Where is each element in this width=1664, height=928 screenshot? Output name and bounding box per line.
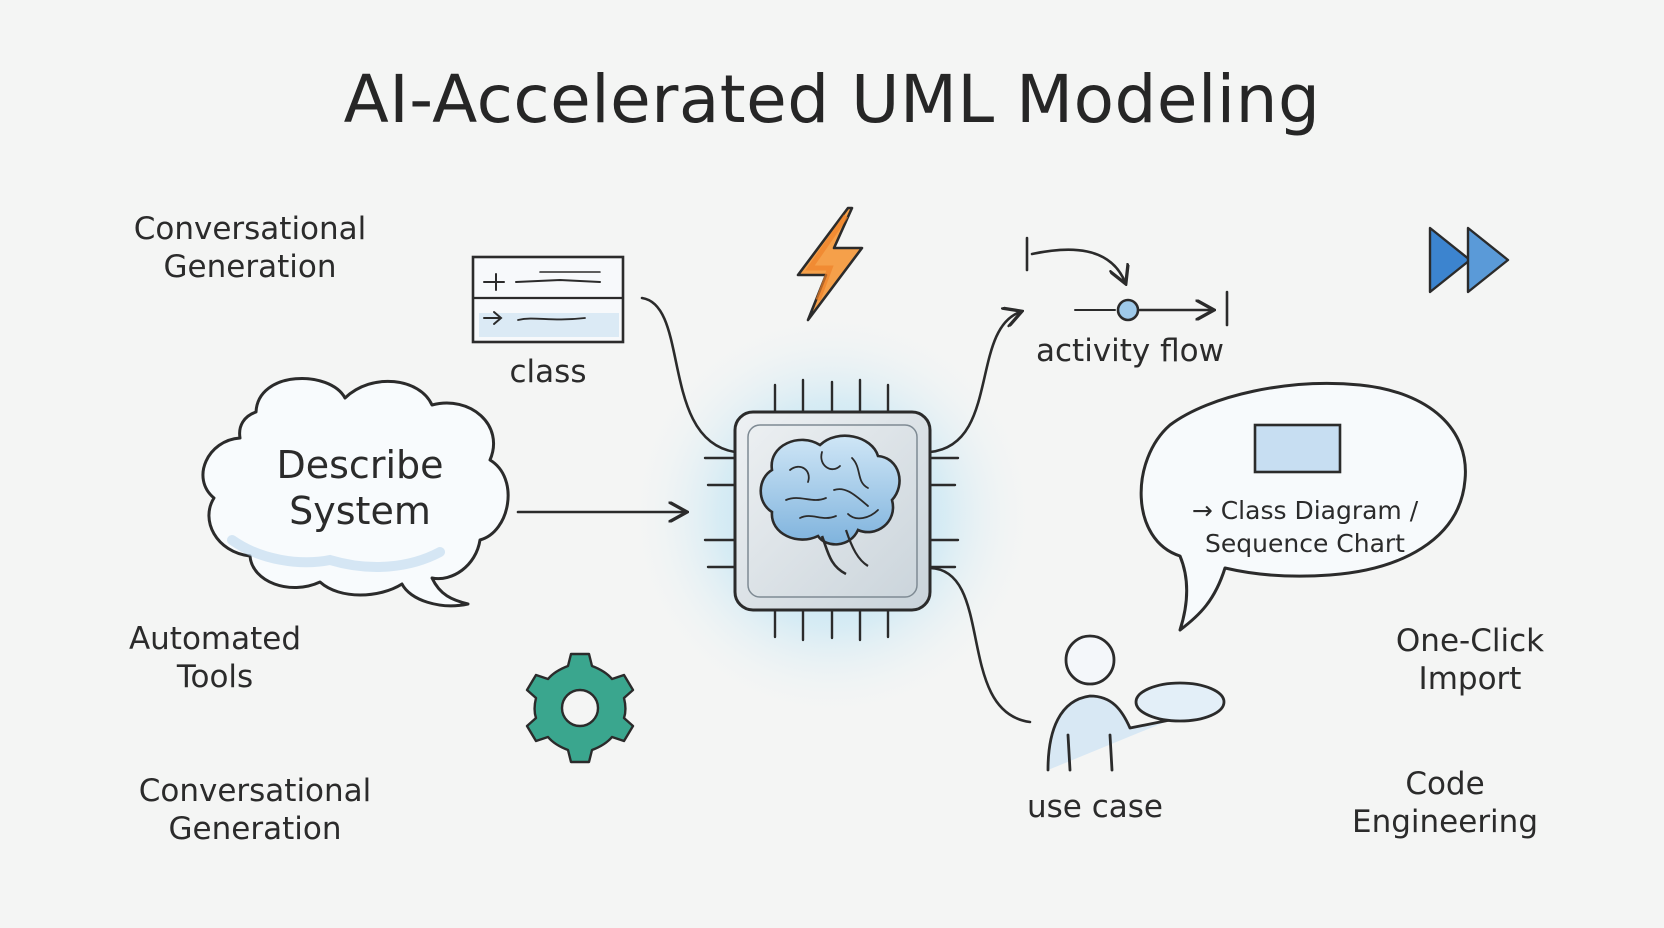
label-line: Generation [163, 249, 337, 285]
label-activity-flow: activity flow [1036, 333, 1224, 369]
connector-chip-to-usecase [928, 566, 1032, 724]
class-diagram-bubble [1139, 381, 1467, 632]
user-icon [1046, 634, 1226, 772]
connector-chip-to-activity [928, 312, 1020, 454]
label-use-case: use case [1027, 789, 1163, 825]
label-line: Import [1418, 661, 1522, 697]
label-line: One-Click [1395, 623, 1545, 659]
label-line: → Class Diagram / [1191, 496, 1419, 525]
label-class-diagram: → Class Diagram / Sequence Chart [1170, 494, 1440, 560]
gear-icon [525, 652, 635, 764]
class-box-icon [471, 255, 625, 344]
label-one-click-import: One-Click Import [1370, 622, 1570, 698]
label-conversational-generation-top: Conversational Generation [120, 210, 380, 286]
label-line: Code [1405, 766, 1485, 802]
label-line: System [289, 489, 431, 533]
label-line: Conversational [138, 773, 372, 809]
label-automated-tools: Automated Tools [110, 620, 320, 696]
describe-system-cloud [201, 377, 510, 608]
brain-chip-icon [733, 410, 932, 612]
activity-flow-icon [1025, 236, 1229, 327]
fast-forward-icon [1428, 226, 1510, 294]
page-title: AI-Accelerated UML Modeling [343, 61, 1321, 138]
label-line: Generation [168, 811, 342, 847]
label-line: Describe [276, 443, 444, 487]
label-describe-system: Describe System [250, 442, 470, 534]
label-line: Automated [128, 621, 302, 657]
label-conversational-generation-bottom: Conversational Generation [125, 772, 385, 848]
label-line: Conversational [133, 211, 367, 247]
label-line: Tools [176, 659, 254, 695]
label-code-engineering: Code Engineering [1330, 765, 1560, 841]
chip-pins [703, 378, 960, 642]
connector-class-to-chip [640, 296, 737, 454]
label-class: class [509, 354, 587, 390]
label-line: Sequence Chart [1205, 529, 1405, 558]
lightning-icon [796, 206, 864, 322]
label-line: Engineering [1352, 804, 1538, 840]
connector-lines [516, 296, 1032, 724]
